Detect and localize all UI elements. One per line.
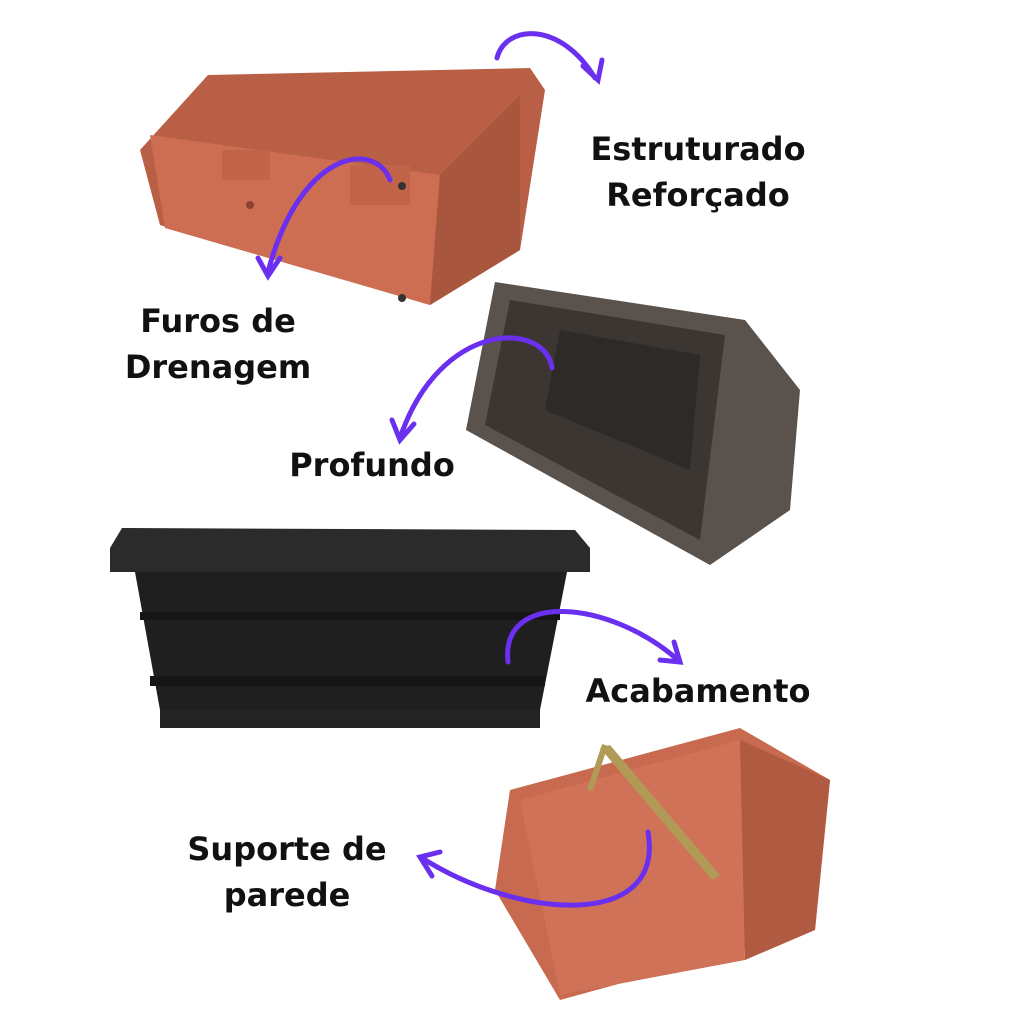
arrow-deep — [397, 335, 555, 441]
label-structured-reinforced: Estruturado Reforçado — [580, 126, 816, 218]
terracotta-planter-bottom-view — [140, 68, 545, 305]
label-line: Suporte de — [187, 830, 387, 868]
label-line: Furos de — [140, 302, 296, 340]
label-finish: Acabamento — [585, 672, 811, 710]
arrow-finish-head — [657, 639, 684, 665]
arrow-drainage — [265, 156, 393, 275]
label-deep: Profundo — [289, 446, 455, 484]
label-line: Reforçado — [606, 176, 790, 214]
label-line: Estruturado — [590, 130, 806, 168]
brown-planter-inside-view — [466, 282, 800, 565]
arrow-wall-support-head — [416, 849, 443, 879]
label-line: parede — [223, 876, 351, 914]
arrow-finish — [505, 608, 681, 665]
arrow-drainage-head — [255, 255, 283, 281]
label-line: Drenagem — [124, 348, 312, 386]
arrow-structured — [494, 31, 598, 81]
label-drainage-holes: Furos de Drenagem — [110, 298, 326, 390]
arrow-deep-head — [389, 417, 417, 445]
black-planter-front-view — [110, 528, 590, 728]
arrow-wall-support — [419, 829, 652, 908]
terracotta-planter-with-wall-bracket — [495, 728, 830, 1000]
label-wall-support: Suporte de parede — [180, 826, 394, 918]
arrows — [255, 31, 684, 908]
arrow-structured-head — [580, 57, 605, 85]
